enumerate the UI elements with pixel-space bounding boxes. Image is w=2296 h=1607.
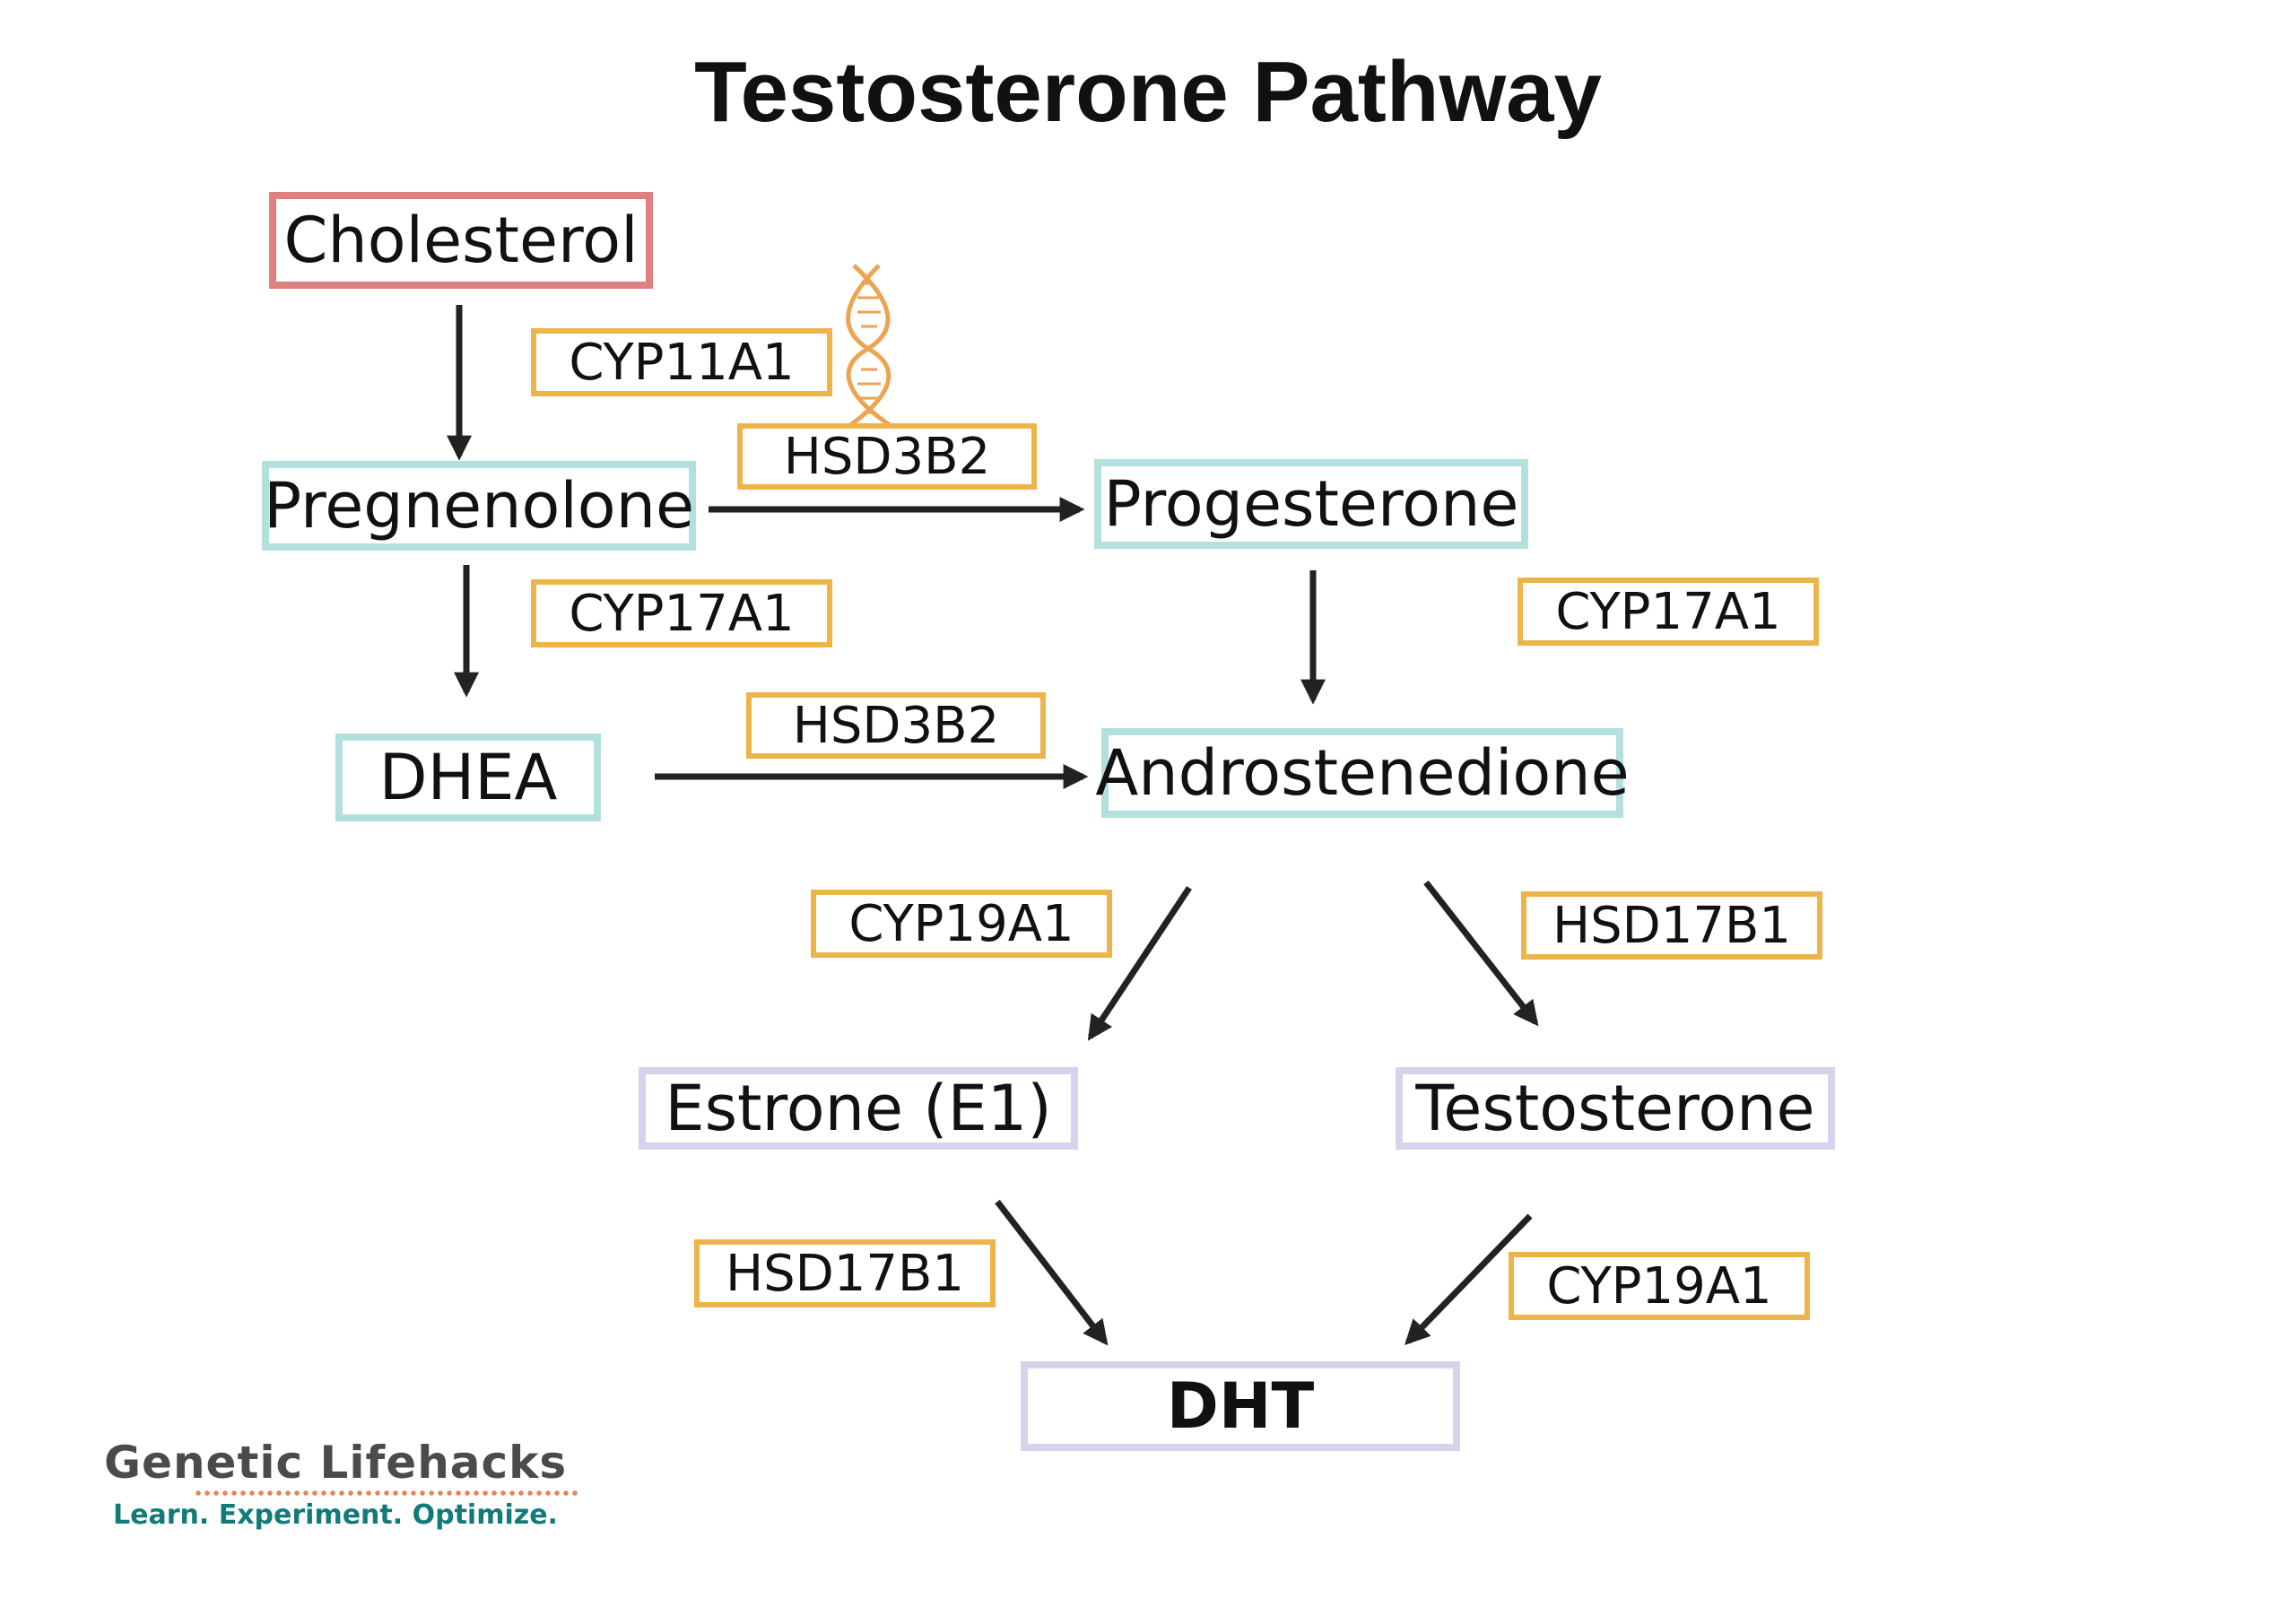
enzyme-hsd17b1-testosterone: HSD17B1 — [1521, 891, 1822, 960]
enzyme-cyp17a1-dhea: CYP17A1 — [531, 579, 832, 647]
enzyme-cyp11a1: CYP11A1 — [531, 328, 832, 396]
node-testosterone: Testosterone — [1396, 1067, 1835, 1150]
node-cholesterol: Cholesterol — [269, 192, 653, 289]
node-estrone: Estrone (E1) — [639, 1067, 1078, 1150]
arrow-androstenedione-testosterone — [1423, 880, 1539, 1027]
node-pregnenolone: Pregnenolone — [262, 461, 696, 551]
enzyme-cyp19a1-estrone: CYP19A1 — [811, 890, 1112, 958]
enzyme-hsd3b2-androstenedione: HSD3B2 — [746, 692, 1046, 759]
enzyme-hsd17b1-dht: HSD17B1 — [694, 1239, 996, 1307]
arrow-estrone-dht — [995, 1199, 1109, 1346]
enzyme-hsd3b2-progesterone: HSD3B2 — [737, 423, 1037, 490]
brand-logo: Genetic Lifehacks Learn. Experiment. Opt… — [104, 1437, 579, 1531]
logo-name: Genetic Lifehacks — [104, 1437, 568, 1489]
enzyme-cyp17a1-androstenedione: CYP17A1 — [1518, 578, 1819, 646]
enzyme-cyp19a1-dht: CYP19A1 — [1509, 1252, 1810, 1320]
node-androstenedione: Androstenedione — [1095, 728, 1630, 818]
node-dhea: DHEA — [335, 734, 601, 821]
diagram-title: Testosterone Pathway — [694, 44, 1602, 140]
logo-dotted-rule — [194, 1490, 579, 1496]
logo-tagline: Learn. Experiment. Optimize. — [113, 1499, 558, 1531]
node-dht: DHT — [1021, 1361, 1460, 1451]
arrow-testosterone-dht — [1405, 1213, 1533, 1346]
node-progesterone: Progesterone — [1094, 459, 1528, 549]
dna-icon — [846, 264, 891, 428]
arrow-androstenedione-estrone — [1087, 886, 1192, 1041]
